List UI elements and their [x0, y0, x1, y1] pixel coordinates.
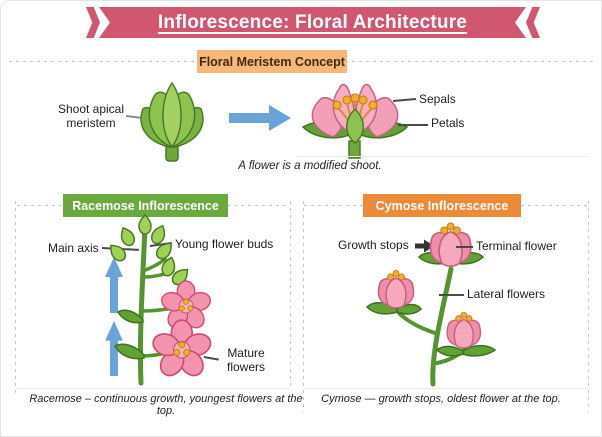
page-title: Inflorescence: Floral Architecture — [157, 11, 468, 33]
lateral-flowers-label: Lateral flowers — [467, 287, 546, 301]
racemose-section-ribbon: Racemose Inflorescence — [63, 194, 228, 217]
meristem-caption-divider — [297, 156, 589, 157]
growth-arrow-up-icon — [105, 321, 123, 376]
cymose-section-ribbon: Cymose Inflorescence — [363, 194, 521, 217]
shoot-apical-meristem-label: Shoot apical meristem — [57, 102, 125, 130]
cymose-caption-divider — [304, 388, 588, 389]
meristem-caption: A flower is a modified shoot. — [238, 160, 382, 172]
growth-stops-arrow-icon — [415, 239, 434, 253]
meristem-section-ribbon: Floral Meristem Concept — [197, 50, 347, 73]
cymose-caption: Cymose — growth stops, oldest flower at … — [321, 393, 561, 405]
young-buds-label: Young flower buds — [175, 237, 274, 251]
cymose-plant-illustration — [365, 222, 497, 387]
racemose-section-title: Racemose Inflorescence — [72, 198, 219, 213]
growth-stops-label: Growth stops — [338, 238, 409, 252]
terminal-flower-label: Terminal flower — [476, 239, 557, 253]
racemose-caption-divider — [17, 388, 290, 389]
sepals-label: Sepals — [419, 92, 456, 106]
terminal-flower-pointer-line — [456, 246, 473, 248]
banner-tail-right-icon — [526, 7, 540, 38]
title-banner: Inflorescence: Floral Architecture — [99, 7, 526, 38]
growth-arrow-up-icon — [105, 257, 123, 313]
racemose-plant-illustration — [105, 214, 215, 386]
lateral-flowers-pointer-line — [439, 294, 464, 296]
shoot-apical-bud-illustration — [140, 81, 204, 162]
main-axis-label: Main axis — [48, 241, 99, 255]
right-panel-border — [588, 201, 589, 412]
cymose-section-title: Cymose Inflorescence — [375, 198, 509, 213]
cymose-left-border — [303, 201, 304, 412]
left-panel-border — [15, 201, 16, 394]
banner-tail-left-icon — [86, 7, 100, 38]
racemose-right-border — [290, 201, 291, 389]
petals-pointer-line — [398, 124, 428, 126]
petals-label: Petals — [431, 116, 465, 130]
meristem-section-title: Floral Meristem Concept — [199, 54, 345, 69]
mature-flowers-label: Mature flowers — [226, 346, 265, 374]
racemose-caption: Racemose – continuous growth, youngest f… — [29, 393, 303, 417]
flower-illustration — [301, 83, 409, 159]
transform-arrow-icon — [229, 105, 291, 131]
